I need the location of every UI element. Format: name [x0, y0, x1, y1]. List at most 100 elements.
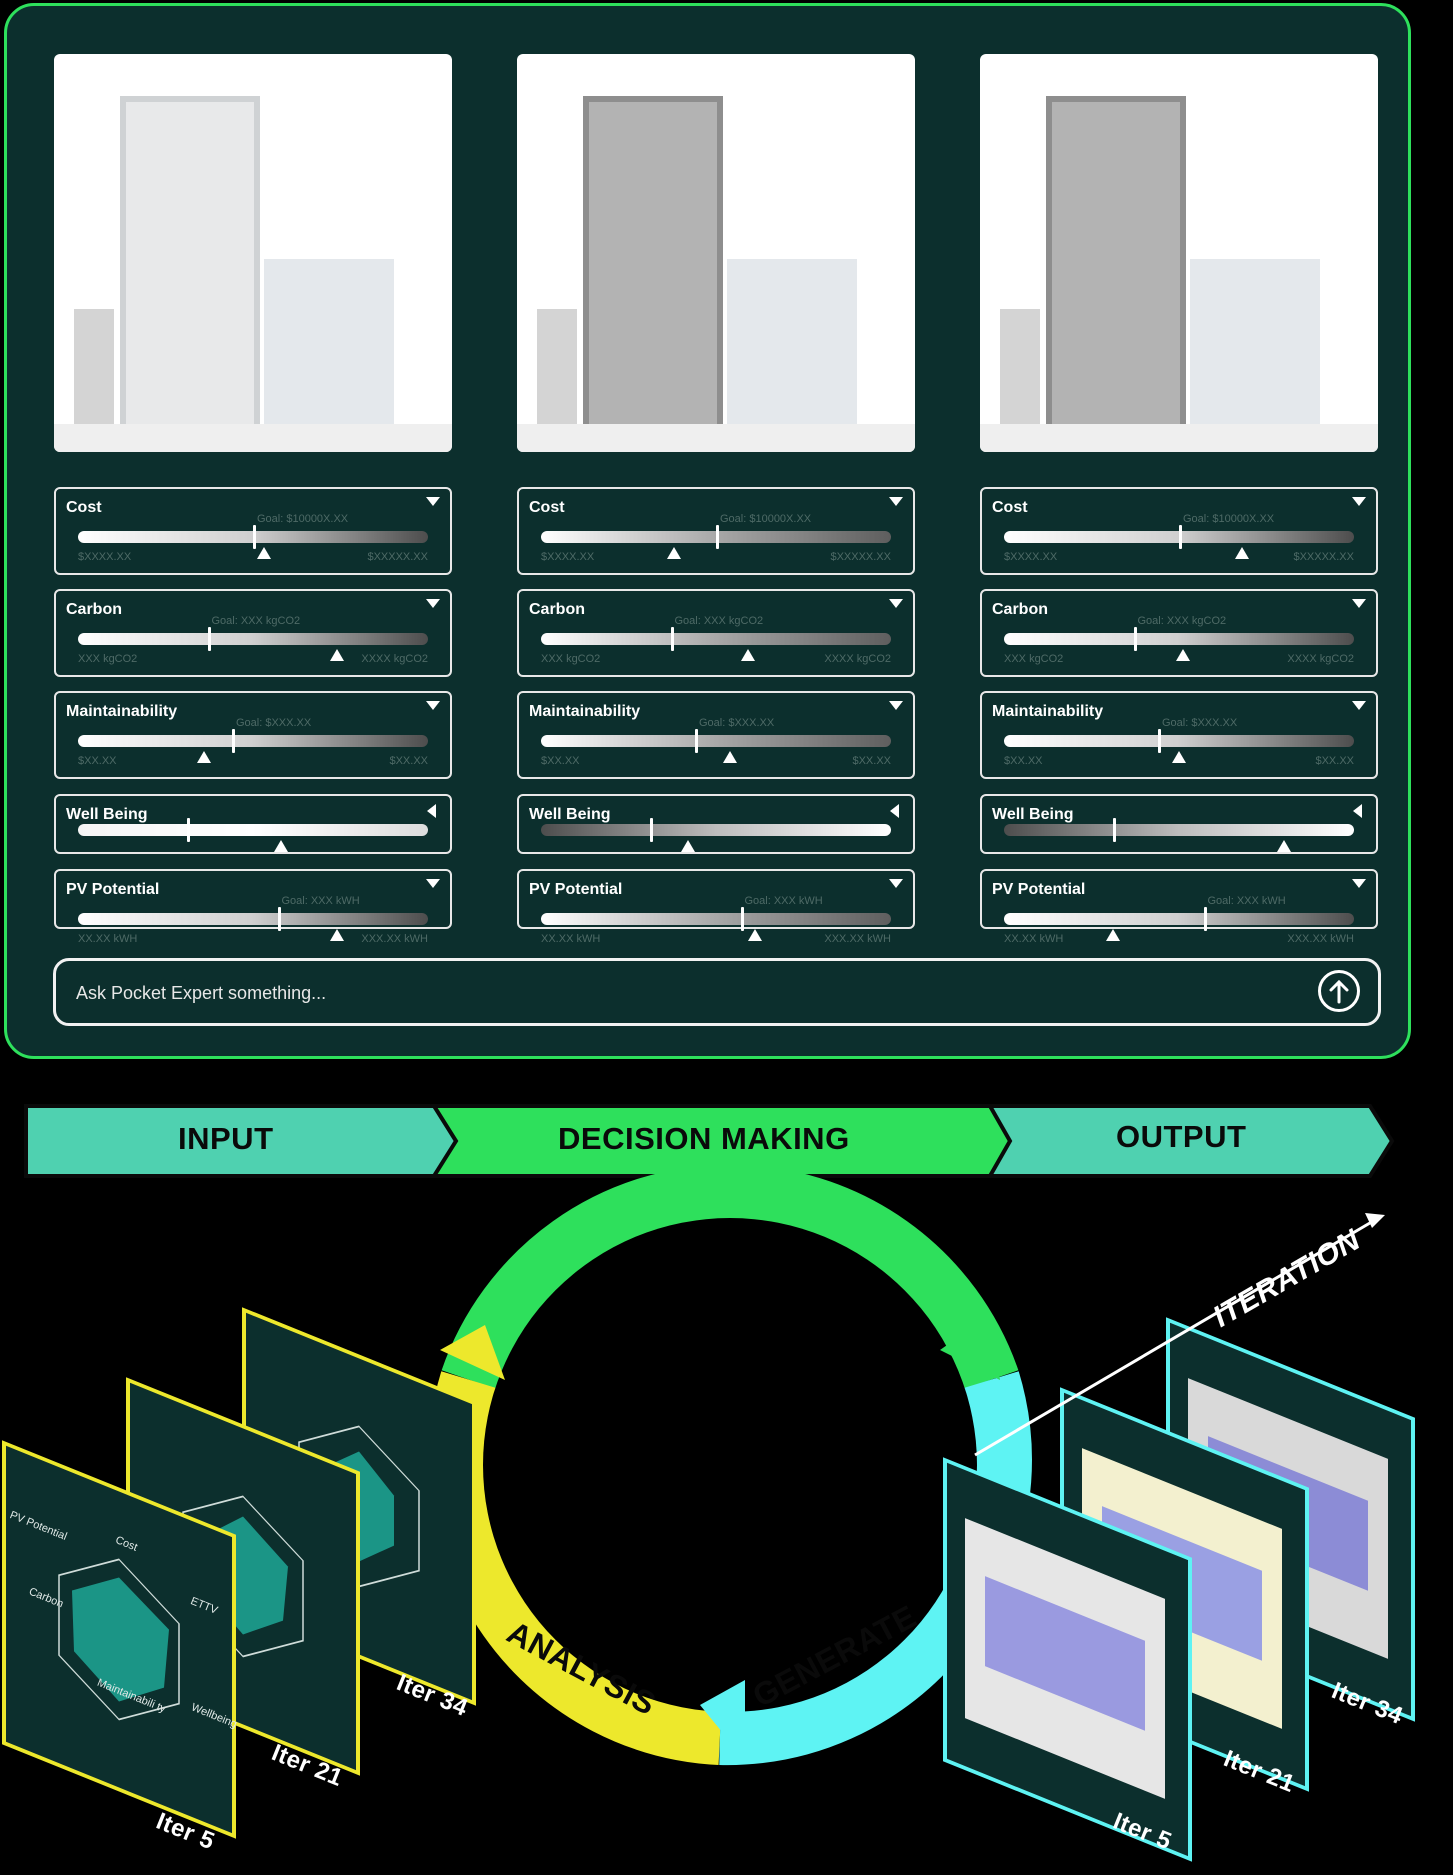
range-max-label: $XX.XX: [1315, 755, 1354, 767]
facade-card-iter5: [943, 1457, 1192, 1862]
metric-label: Maintainability: [66, 703, 178, 720]
metric-well-being[interactable]: Well Being: [980, 794, 1378, 854]
range-max-label: $XXXXX.XX: [367, 551, 428, 563]
range-min-label: $XX.XX: [541, 755, 580, 767]
slider-thumb[interactable]: [186, 818, 190, 842]
target-marker: [197, 751, 211, 763]
target-marker: [1172, 751, 1186, 763]
caret-down-icon[interactable]: [426, 879, 440, 888]
target-marker: [330, 649, 344, 661]
radar-card-iter5: [2, 1440, 236, 1839]
slider-track[interactable]: [541, 913, 891, 925]
slider-thumb[interactable]: [1133, 627, 1137, 651]
goal-label: Goal: XXX kWH: [1207, 895, 1286, 907]
target-marker: [667, 547, 681, 559]
slider-track[interactable]: [78, 633, 428, 645]
building-render: [54, 54, 452, 452]
metric-label: PV Potential: [992, 881, 1086, 898]
metric-well-being[interactable]: Well Being: [54, 794, 452, 854]
caret-down-icon[interactable]: [426, 599, 440, 608]
range-max-label: $XXXXX.XX: [830, 551, 891, 563]
slider-thumb[interactable]: [649, 818, 653, 842]
ask-placeholder: Ask Pocket Expert something...: [76, 983, 327, 1003]
caret-left-icon[interactable]: [1353, 804, 1362, 818]
caret-down-icon[interactable]: [889, 701, 903, 710]
slider-thumb[interactable]: [253, 525, 256, 549]
building-render-illustration: [54, 96, 452, 452]
slider-track[interactable]: [78, 735, 428, 747]
target-marker: [256, 547, 271, 559]
caret-down-icon[interactable]: [1352, 879, 1366, 888]
range-min-label: XX.XX kWH: [78, 933, 138, 945]
target-marker: [330, 929, 344, 941]
slider-track[interactable]: [78, 913, 428, 925]
building-render-illustration: [980, 96, 1378, 452]
stage-output-label: OUTPUT: [1116, 1119, 1247, 1154]
caret-left-icon[interactable]: [890, 804, 899, 818]
target-marker: [681, 840, 695, 852]
slider-track[interactable]: [1004, 633, 1354, 645]
caret-down-icon[interactable]: [1352, 599, 1366, 608]
range-max-label: $XX.XX: [389, 755, 428, 767]
goal-label: Goal: $10000X.XX: [257, 513, 349, 525]
building-render: [517, 54, 915, 452]
slider-thumb[interactable]: [695, 729, 698, 753]
ring-decision: [441, 1164, 1019, 1390]
goal-label: Goal: XXX kgCO2: [674, 615, 764, 627]
send-button[interactable]: [1318, 970, 1360, 1012]
slider-thumb[interactable]: [1203, 907, 1207, 931]
slider-thumb[interactable]: [1179, 525, 1182, 549]
metric-label: Carbon: [529, 601, 585, 618]
metric-label: Well Being: [992, 806, 1074, 823]
caret-down-icon[interactable]: [426, 701, 440, 710]
slider-track[interactable]: [541, 633, 891, 645]
caret-down-icon[interactable]: [889, 879, 903, 888]
caret-down-icon[interactable]: [1352, 497, 1366, 506]
slider-thumb[interactable]: [670, 627, 674, 651]
range-max-label: XXXX kgCO2: [1287, 653, 1354, 665]
caret-down-icon[interactable]: [426, 497, 440, 506]
arrow-up-circle-icon: [1329, 979, 1349, 1004]
range-min-label: $XX.XX: [78, 755, 117, 767]
range-max-label: XXXX kgCO2: [361, 653, 428, 665]
slider-track[interactable]: [541, 735, 891, 747]
ring-arrowhead-2: [940, 1315, 1000, 1380]
target-marker: [723, 751, 737, 763]
metric-label: PV Potential: [529, 881, 623, 898]
slider-track[interactable]: [541, 824, 891, 836]
slider-thumb[interactable]: [1112, 818, 1116, 842]
slider-thumb[interactable]: [716, 525, 719, 549]
caret-down-icon[interactable]: [1352, 701, 1366, 710]
building-render: [980, 54, 1378, 452]
caret-down-icon[interactable]: [889, 497, 903, 506]
slider-thumb[interactable]: [232, 729, 235, 753]
cycle-center: [483, 1218, 977, 1712]
slider-track[interactable]: [1004, 735, 1354, 747]
slider-track[interactable]: [1004, 824, 1354, 836]
ask-input[interactable]: Ask Pocket Expert something...: [53, 958, 1381, 1026]
slider-thumb[interactable]: [277, 907, 281, 931]
slider-track[interactable]: [1004, 913, 1354, 925]
slider-thumb[interactable]: [740, 907, 744, 931]
slider-thumb[interactable]: [207, 627, 211, 651]
caret-left-icon[interactable]: [427, 804, 436, 818]
metric-well-being[interactable]: Well Being: [517, 794, 915, 854]
slider-thumb[interactable]: [1158, 729, 1161, 753]
goal-label: Goal: XXX kgCO2: [1137, 615, 1227, 627]
range-min-label: XX.XX kWH: [541, 933, 601, 945]
goal-label: Goal: XXX kWH: [281, 895, 360, 907]
caret-down-icon[interactable]: [889, 599, 903, 608]
slider-track[interactable]: [78, 824, 428, 836]
